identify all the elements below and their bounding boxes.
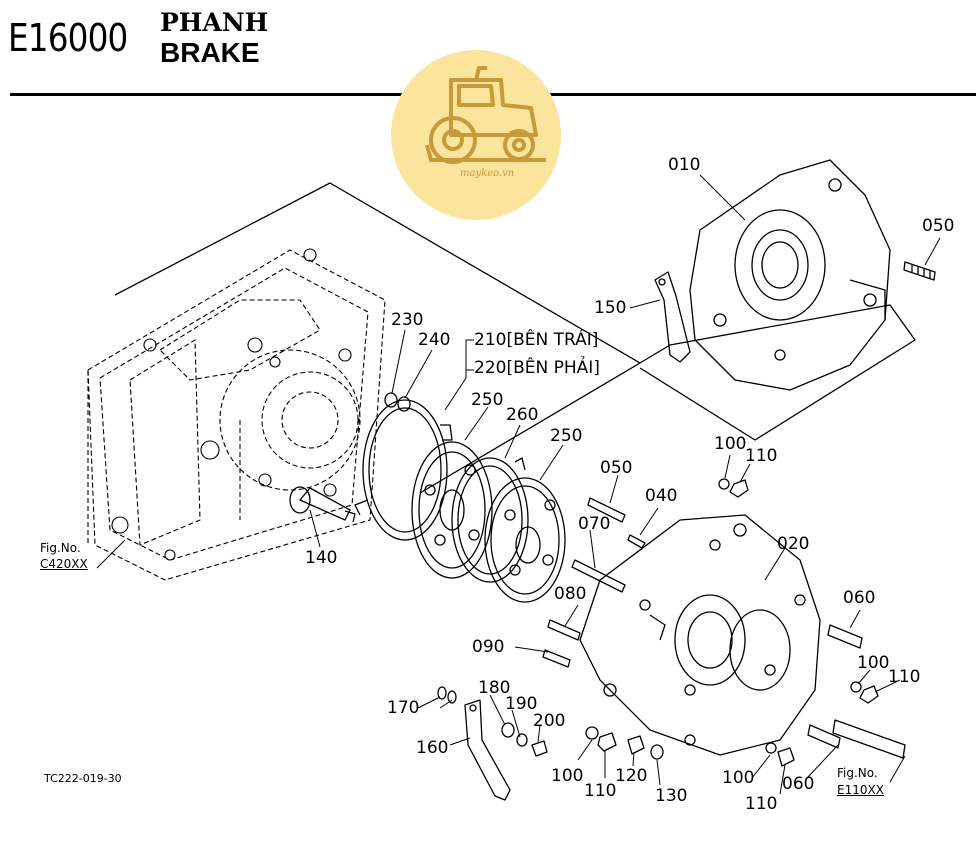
part-label-100: 100 xyxy=(722,768,755,788)
figure-ref-right-code: E110XX xyxy=(837,783,884,797)
tractor-icon xyxy=(425,66,546,164)
part-label-110: 110 xyxy=(888,667,921,687)
figure-ref-left-label: Fig.No. xyxy=(40,541,81,555)
part-label-080: 080 xyxy=(554,584,587,604)
part-label-070: 070 xyxy=(578,514,611,534)
watermark-text: maykeo.vn xyxy=(460,168,515,179)
part-label-060: 060 xyxy=(782,774,815,794)
title-vietnamese: PHANH xyxy=(160,8,269,37)
diagram-code: E16000 xyxy=(8,16,128,60)
part-label-060: 060 xyxy=(843,588,876,608)
transmission-case-outline xyxy=(87,249,386,581)
part-label-010: 010 xyxy=(668,155,701,175)
part-label-210: 210[BÊN TRÁI] xyxy=(474,330,599,350)
part-label-050: 050 xyxy=(922,216,955,236)
part-label-050: 050 xyxy=(600,458,633,478)
drawing-id: TC222-019-30 xyxy=(44,772,122,785)
part-label-110: 110 xyxy=(745,794,778,814)
part-label-090: 090 xyxy=(472,637,505,657)
part-label-040: 040 xyxy=(645,486,678,506)
part-label-120: 120 xyxy=(615,766,648,786)
part-label-190: 190 xyxy=(505,694,538,714)
part-label-100: 100 xyxy=(551,766,584,786)
title-english: BRAKE xyxy=(160,37,260,68)
part-label-100: 100 xyxy=(714,434,747,454)
part-label-230: 230 xyxy=(391,310,424,330)
part-label-020: 020 xyxy=(777,534,810,554)
part-label-200: 200 xyxy=(533,711,566,731)
part-label-250: 250 xyxy=(471,390,504,410)
part-label-240: 240 xyxy=(418,330,451,350)
part-label-180: 180 xyxy=(478,678,511,698)
part-label-140: 140 xyxy=(305,548,338,568)
part-label-170: 170 xyxy=(387,698,420,718)
figure-ref-right-label: Fig.No. xyxy=(837,766,878,780)
figure-ref-left-code: C420XX xyxy=(40,557,88,571)
part-label-160: 160 xyxy=(416,738,449,758)
part-label-100: 100 xyxy=(857,653,890,673)
watermark-logo xyxy=(391,50,561,220)
part-label-260: 260 xyxy=(506,405,539,425)
part-label-150: 150 xyxy=(594,298,627,318)
part-label-250: 250 xyxy=(550,426,583,446)
part-label-130: 130 xyxy=(655,786,688,806)
part-label-220: 220[BÊN PHẢI] xyxy=(474,358,600,378)
part-label-110: 110 xyxy=(584,781,617,801)
part-label-110: 110 xyxy=(745,446,778,466)
